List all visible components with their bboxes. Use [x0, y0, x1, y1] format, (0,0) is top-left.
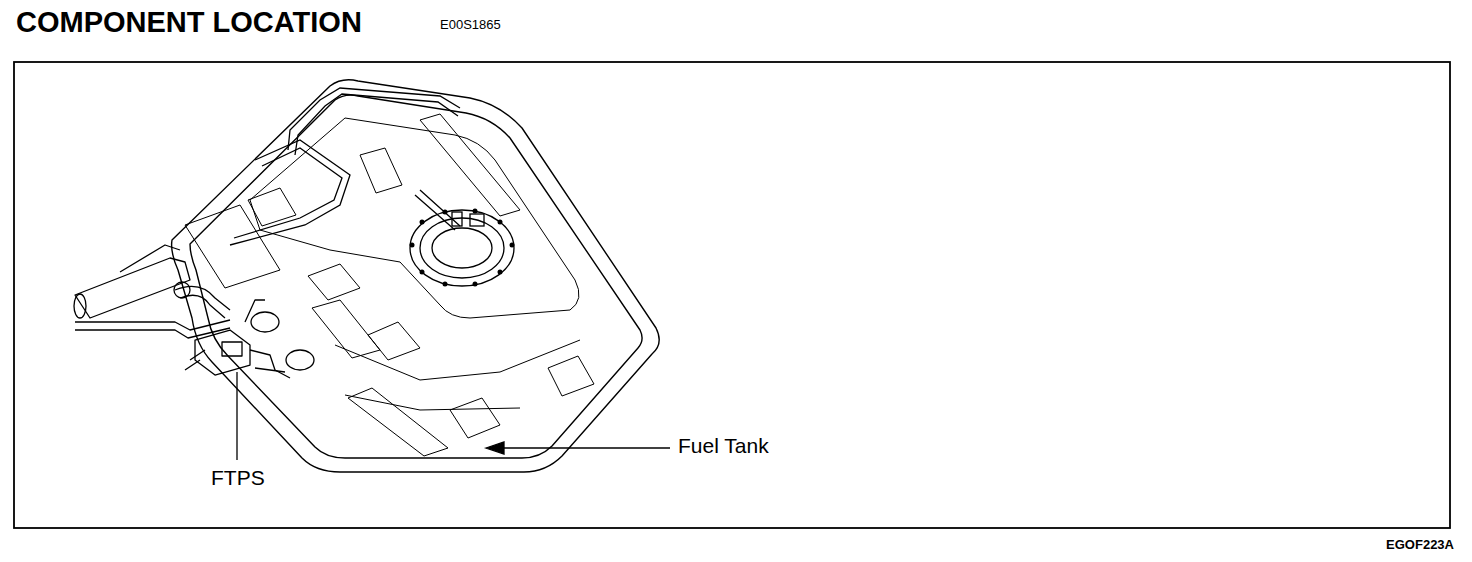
- vapor-lines: [230, 88, 460, 245]
- fuel-pump-plate: [410, 190, 515, 287]
- ftps-sensor: [185, 300, 314, 378]
- page-title: COMPONENT LOCATION: [16, 6, 362, 39]
- part-label: FTPS: [211, 466, 265, 490]
- figure-code: E00S1865: [440, 18, 501, 33]
- part-label: Fuel Tank: [678, 434, 769, 458]
- frame: [14, 62, 1450, 528]
- filler-neck: [74, 245, 230, 338]
- figure-code: EGOF223A: [1386, 538, 1454, 553]
- leader-lines: [237, 372, 670, 460]
- fuel-tank: [172, 80, 660, 472]
